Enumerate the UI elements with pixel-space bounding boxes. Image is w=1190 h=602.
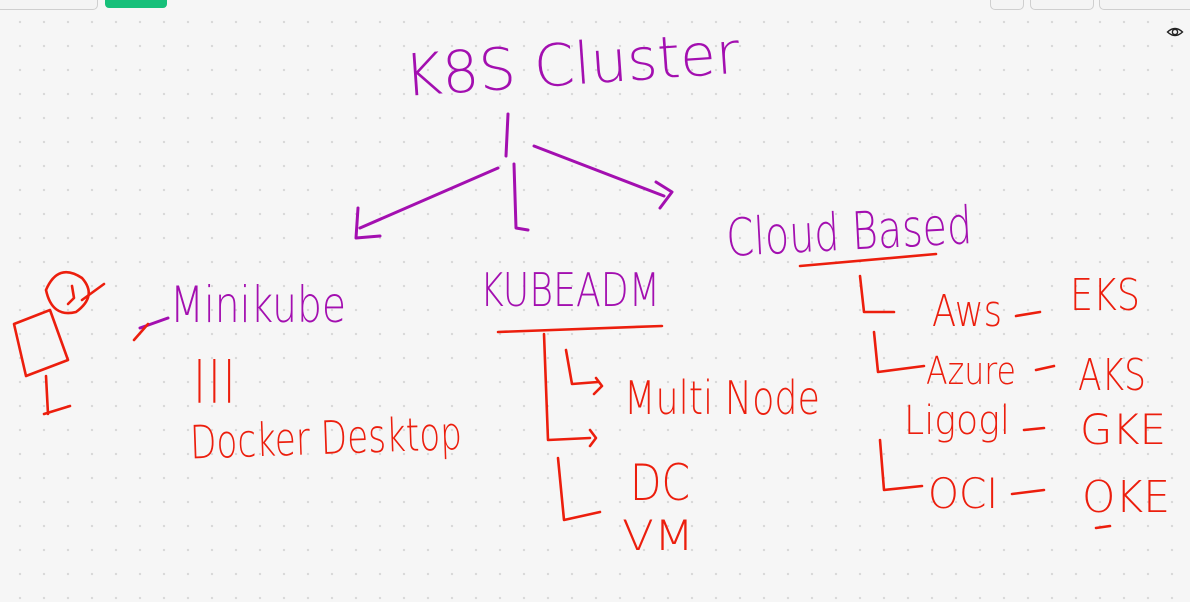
arrow-right-shaft <box>532 144 666 198</box>
kubeadm-vm: VM <box>622 511 694 560</box>
cloud-bracket-azure <box>872 330 926 374</box>
kubeadm-bracket-2 <box>564 348 600 386</box>
provider-azure: Azure <box>926 349 1016 393</box>
figure-face <box>66 284 76 306</box>
diagram-title: K8S Cluster <box>402 19 742 110</box>
provider-oci: OCI <box>928 469 998 518</box>
figure-arm <box>80 282 106 302</box>
figure-leg <box>44 374 50 416</box>
dash-gcp <box>1022 426 1046 432</box>
figure-body <box>12 308 70 378</box>
kubeadm-bracket-1 <box>542 332 592 442</box>
cloud-provider-list: Aws EKS Azure AKS Ligogl GKE OCI OKE <box>904 270 1170 523</box>
kubeadm-underline <box>496 324 664 334</box>
kubeadm-bracket-2-head <box>588 428 598 448</box>
figure-foot <box>42 404 72 416</box>
kubeadm-bracket-3 <box>556 456 602 522</box>
toolbar-button-right-3[interactable] <box>1099 0 1190 10</box>
arrow-right-head <box>654 180 674 210</box>
trunk-line <box>504 112 510 158</box>
toolbar-share-button[interactable] <box>105 0 167 8</box>
minikube-mark: ||| <box>192 352 236 403</box>
kubeadm-multi-node: Multi Node <box>624 371 820 425</box>
branch-kubeadm: KUBEADM <box>480 263 660 317</box>
figure-head <box>44 270 90 315</box>
kubeadm-dc: DC <box>630 454 690 512</box>
arrow-left-head <box>354 206 382 240</box>
minikube-tool: Docker Desktop <box>189 406 463 469</box>
kubeadm-bracket-1-head <box>592 376 604 396</box>
cloud-bracket-aws <box>858 274 896 314</box>
toolbar-button-left[interactable] <box>0 0 98 10</box>
service-gke: GKE <box>1080 405 1166 454</box>
branch-minikube: Minikube <box>170 276 346 334</box>
service-oke: OKE <box>1082 472 1170 523</box>
oke-underline <box>1094 524 1112 530</box>
eye-icon[interactable] <box>1166 24 1184 40</box>
service-eks: EKS <box>1070 270 1140 321</box>
arrow-middle <box>512 162 530 232</box>
provider-aws: Aws <box>932 286 1002 337</box>
provider-gcp: Ligogl <box>904 398 1010 444</box>
dash-azure <box>1034 364 1056 372</box>
cloud-underline <box>798 252 938 268</box>
toolbar-button-right-2[interactable] <box>1030 0 1094 10</box>
minikube-arrow-head <box>132 322 150 342</box>
dash-oci <box>1010 488 1046 496</box>
toolbar-button-right-1[interactable] <box>990 0 1024 10</box>
branch-cloud-based: Cloud Based <box>725 196 974 269</box>
service-aks: AKS <box>1078 350 1146 401</box>
dash-aws <box>1014 310 1042 318</box>
arrow-left-shaft <box>358 166 500 230</box>
cloud-bracket-oci <box>878 438 924 492</box>
red-lines <box>12 252 1112 530</box>
